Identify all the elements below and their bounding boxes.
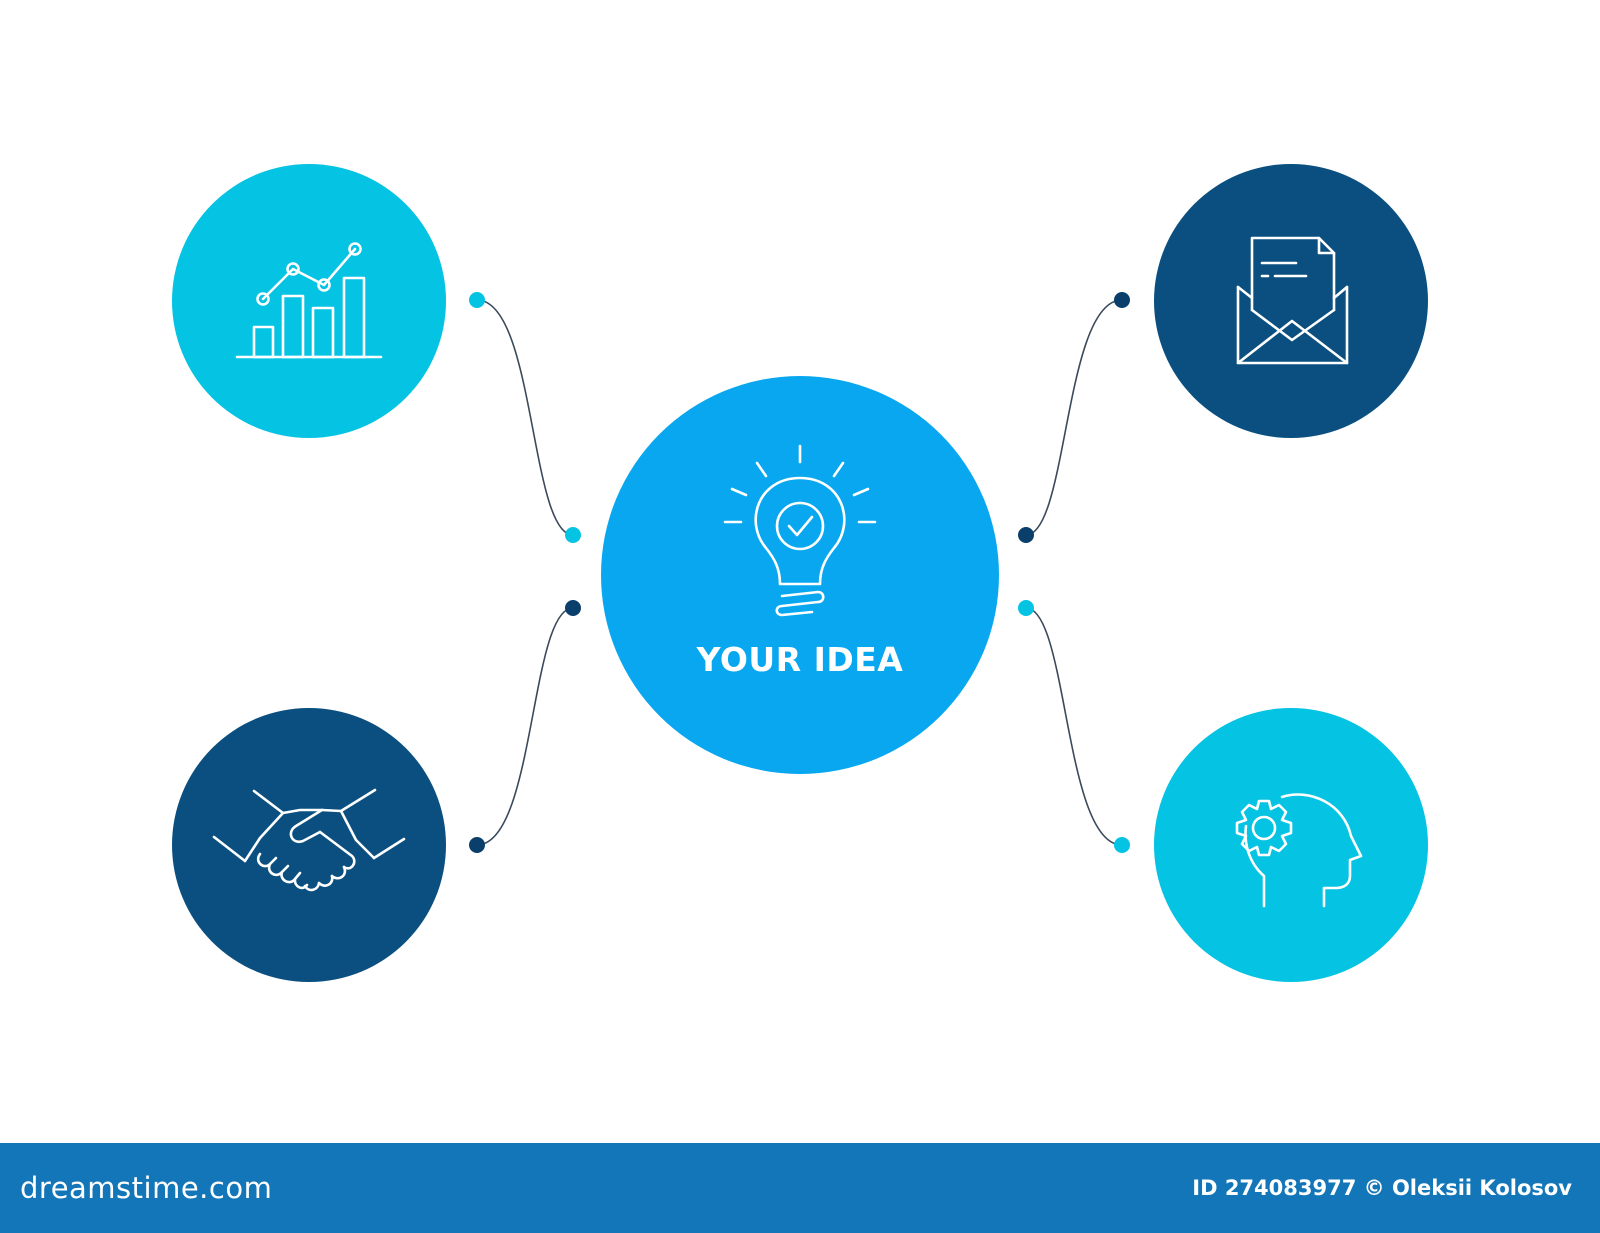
connector-dot	[1018, 527, 1034, 543]
node-top-left	[172, 164, 446, 438]
connector-dot	[469, 292, 485, 308]
center-node: YOUR IDEA	[601, 376, 999, 774]
envelope-letter-icon	[1236, 236, 1349, 365]
connector-top-right	[1025, 299, 1123, 536]
node-bottom-left	[172, 708, 446, 982]
connector-dot	[1114, 292, 1130, 308]
connector-dot	[1018, 600, 1034, 616]
brand-logo-text[interactable]: dreamstime.com	[20, 1171, 273, 1205]
head-gear-icon	[1235, 793, 1363, 908]
lightbulb-check-icon	[723, 444, 877, 617]
connector-bottom-left	[476, 607, 574, 846]
connector-top-left	[476, 299, 574, 536]
image-credit: ID 274083977 © Oleksii Kolosov	[1192, 1176, 1572, 1200]
footer-bar: dreamstime.com ID 274083977 © Oleksii Ko…	[0, 1143, 1600, 1233]
center-title: YOUR IDEA	[696, 640, 904, 679]
gear-icon	[1235, 799, 1293, 857]
bar-chart-growth-icon	[235, 242, 383, 359]
idea-mind-map: YOUR IDEA	[172, 164, 1428, 982]
connector-dot	[565, 527, 581, 543]
node-bottom-right	[1154, 708, 1428, 982]
connector-dot	[469, 837, 485, 853]
connector-bottom-right	[1025, 607, 1123, 846]
connector-dot	[1114, 837, 1130, 853]
connector-dot	[565, 600, 581, 616]
node-top-right	[1154, 164, 1428, 438]
handshake-icon	[212, 788, 406, 892]
